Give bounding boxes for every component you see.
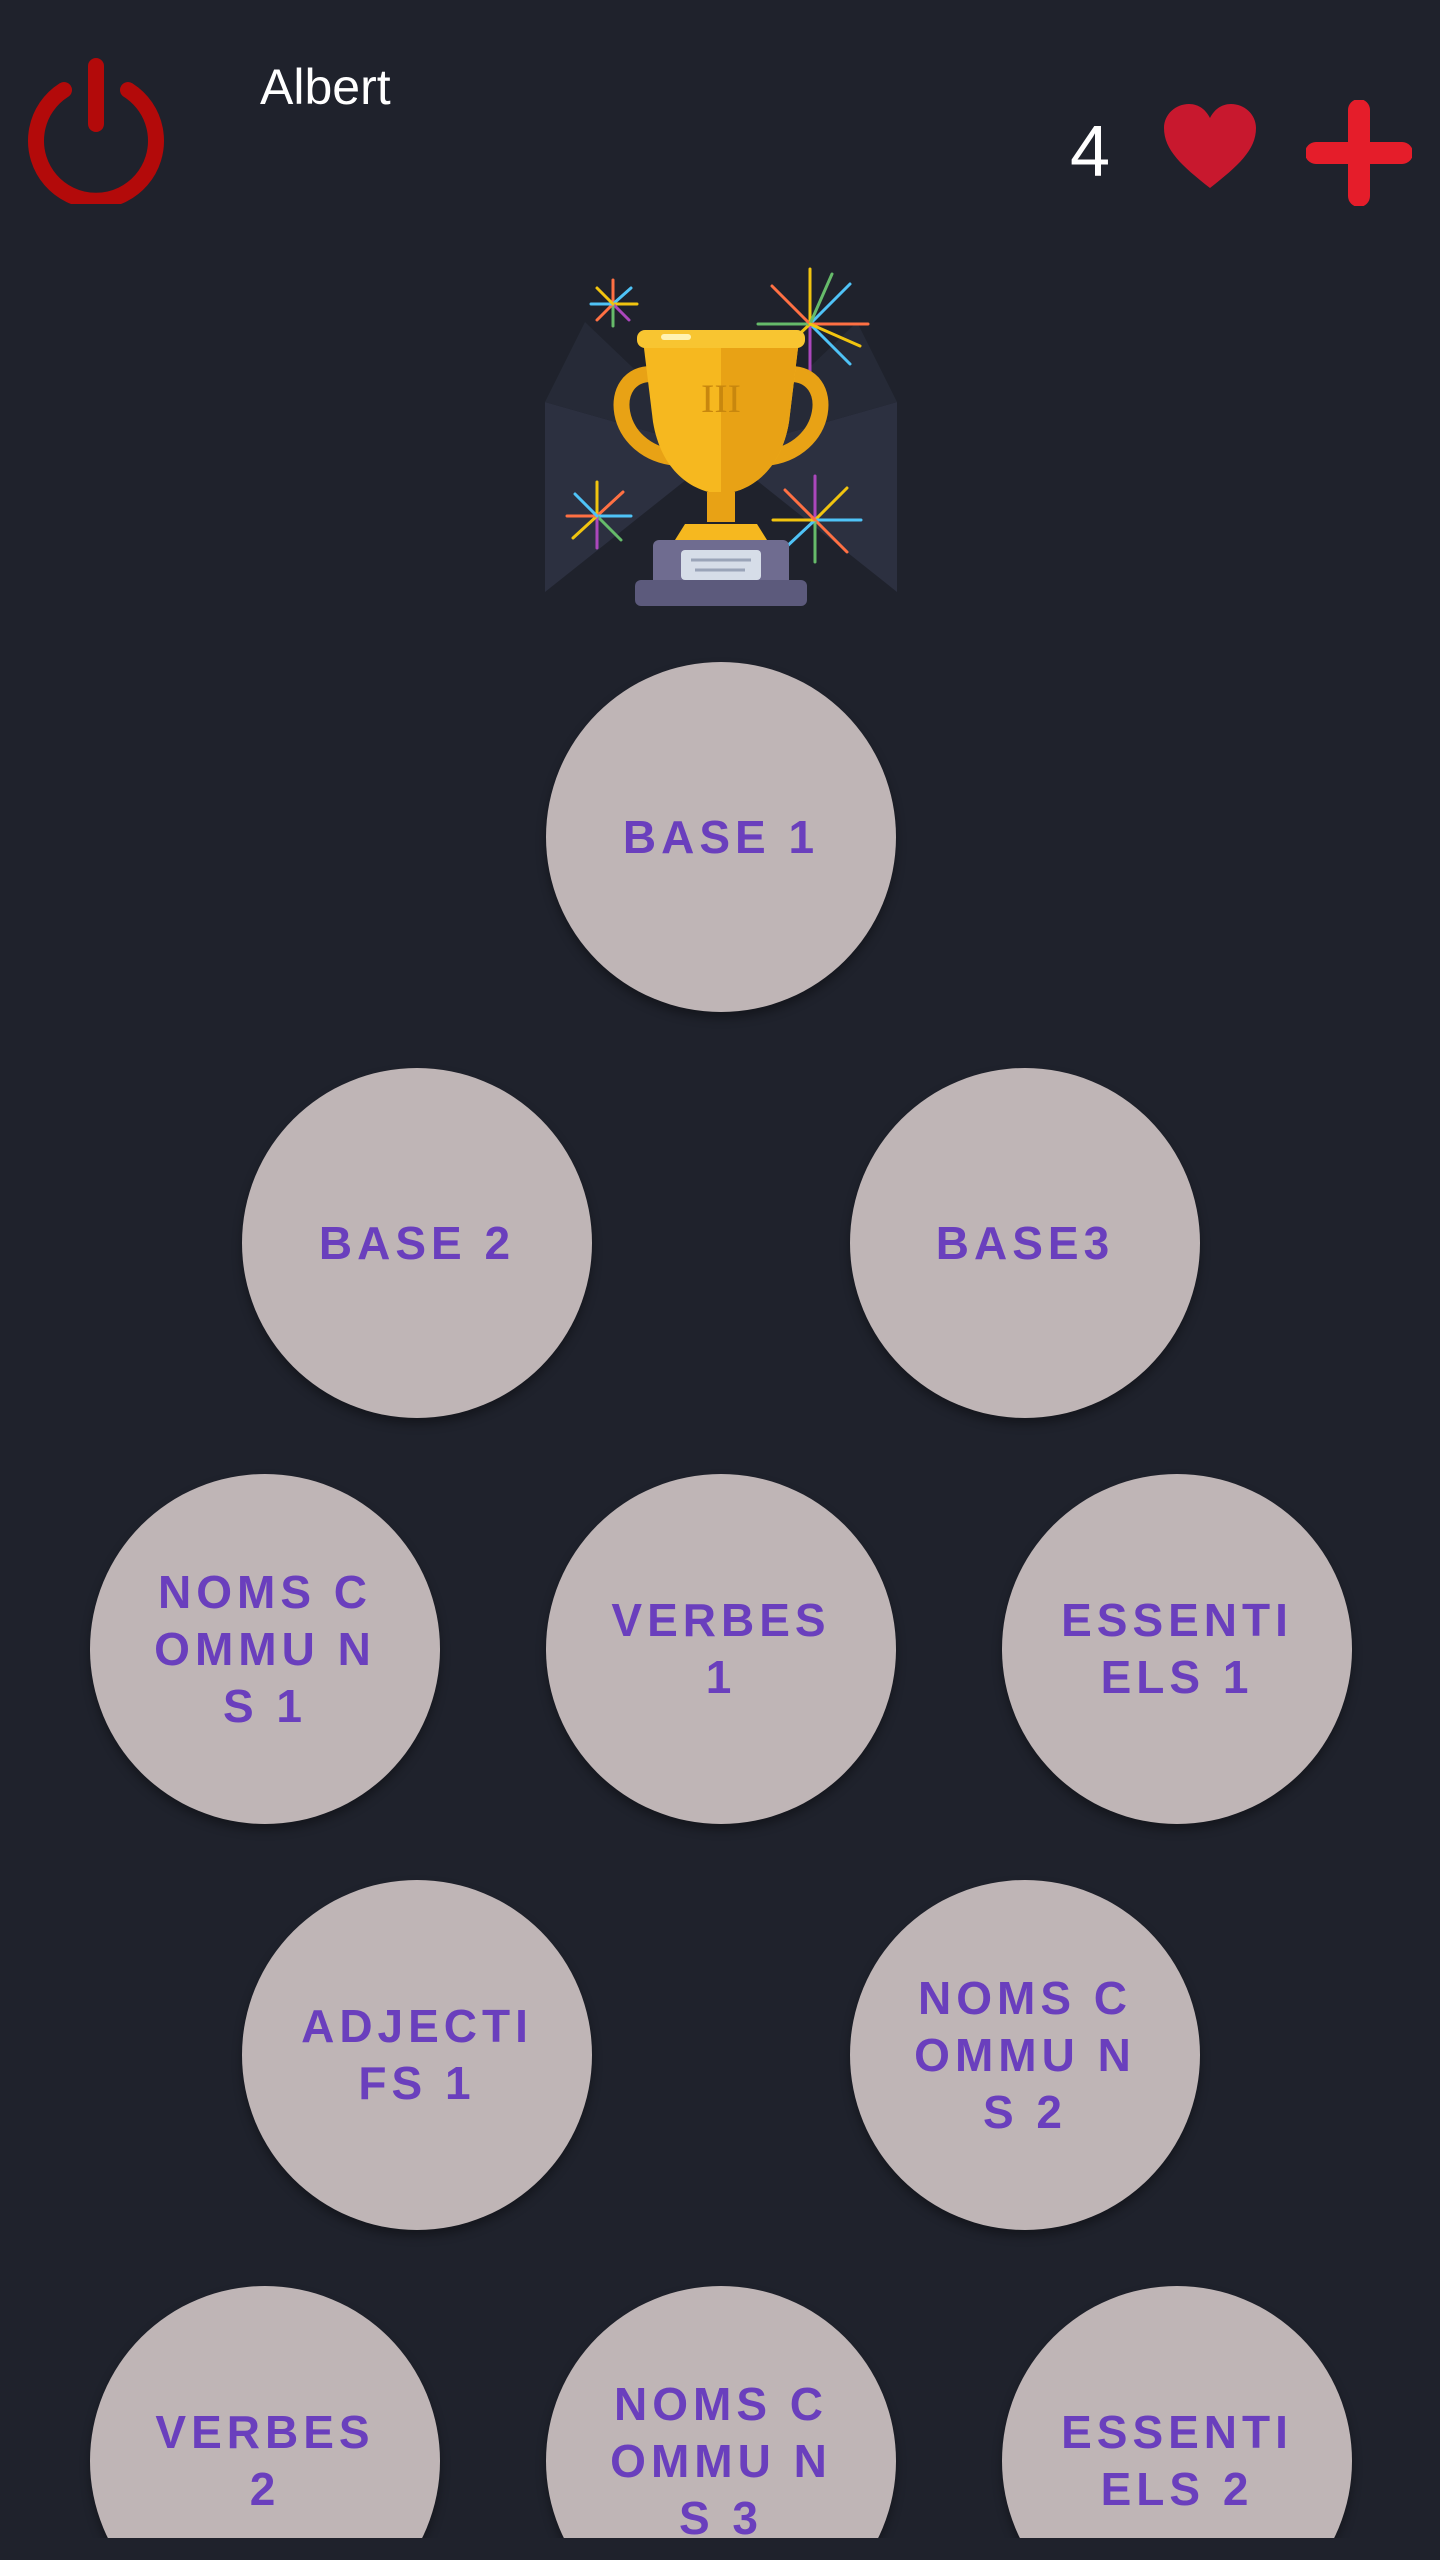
trophy-label: III: [701, 376, 741, 421]
lives-count: 4: [1070, 112, 1111, 192]
lesson-label: BASE 2: [318, 1216, 516, 1269]
power-icon: [28, 58, 164, 209]
plus-icon: [1305, 99, 1413, 207]
lesson-label: ESSENTI ELS 1: [1061, 1594, 1293, 1703]
bottom-edge: [0, 2538, 1440, 2560]
lesson-label: BASE3: [935, 1216, 1115, 1269]
lesson-bubble[interactable]: VERBES 2: [90, 2286, 440, 2560]
lesson-label: NOMS COMMU NS 3: [610, 2377, 832, 2544]
lesson-bubble[interactable]: ESSENTI ELS 1: [1002, 1474, 1352, 1824]
lesson-bubble[interactable]: BASE 1: [546, 662, 896, 1012]
logout-button[interactable]: [26, 54, 166, 209]
lesson-bubble[interactable]: NOMS COMMU NS 2: [850, 1880, 1200, 2230]
trophy-icon: III: [545, 262, 897, 612]
lesson-bubble[interactable]: BASE3: [850, 1068, 1200, 1418]
lesson-bubble[interactable]: VERBES 1: [546, 1474, 896, 1824]
lesson-label: VERBES 1: [611, 1594, 831, 1703]
heart-icon: [1162, 104, 1258, 190]
lesson-label: VERBES 2: [155, 2406, 375, 2515]
lesson-label: ADJECTI FS 1: [301, 2000, 533, 2109]
lesson-label: ESSENTI ELS 2: [1061, 2406, 1293, 2515]
add-lives-button[interactable]: [1305, 99, 1413, 207]
lesson-label: BASE 1: [622, 810, 820, 863]
user-name: Albert: [260, 59, 391, 115]
lesson-bubble[interactable]: ESSENTI ELS 2: [1002, 2286, 1352, 2560]
lesson-bubble[interactable]: BASE 2: [242, 1068, 592, 1418]
lesson-label: NOMS COMMU NS 2: [914, 1971, 1136, 2138]
lesson-bubble[interactable]: NOMS COMMU NS 1: [90, 1474, 440, 1824]
lesson-label: NOMS COMMU NS 1: [154, 1565, 376, 1732]
lesson-bubble[interactable]: ADJECTI FS 1: [242, 1880, 592, 2230]
lesson-bubble[interactable]: NOMS COMMU NS 3: [546, 2286, 896, 2560]
